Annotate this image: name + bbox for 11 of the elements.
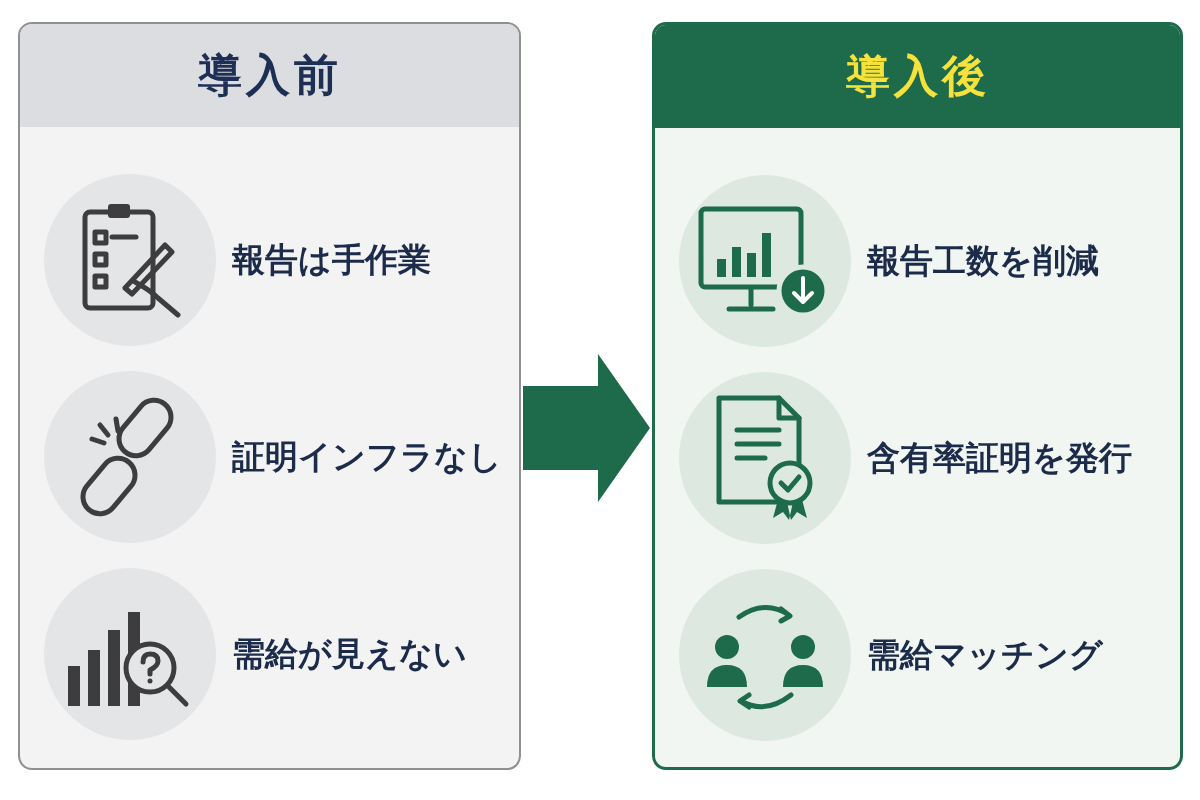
item-text: 証明インフラなし xyxy=(232,436,502,478)
item-text: 含有率証明を発行 xyxy=(867,437,1132,479)
item-text: 需給が見えない xyxy=(232,633,467,675)
item-text: 需給マッチング xyxy=(867,634,1103,676)
panel-header: 導入前 xyxy=(20,24,519,127)
panel-header: 導入後 xyxy=(655,25,1180,128)
item-text: 報告工数を削減 xyxy=(867,240,1099,282)
arrow xyxy=(523,354,650,502)
item-text: 報告は手作業 xyxy=(232,239,431,281)
panel xyxy=(18,22,521,770)
panel xyxy=(652,22,1183,770)
